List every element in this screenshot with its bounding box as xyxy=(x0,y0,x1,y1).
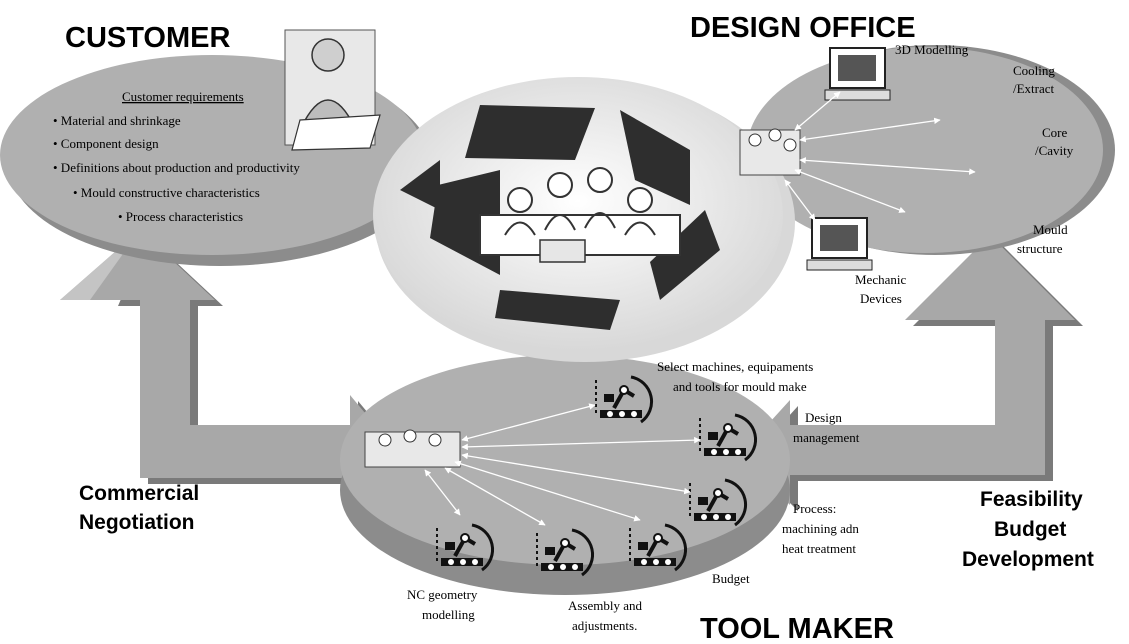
label-select-machines: and tools for mould make xyxy=(673,379,807,394)
customer-person-icon xyxy=(284,29,381,151)
label-mould-structure: structure xyxy=(1017,241,1063,256)
feasibility-label: Development xyxy=(962,548,1094,571)
label-assembly: adjustments. xyxy=(572,618,637,633)
label-select-machines: Select machines, equipaments xyxy=(657,359,813,374)
requirement-item: • Definitions about production and produ… xyxy=(53,160,300,175)
team-meeting-icon xyxy=(479,167,681,263)
label-design-management: Design xyxy=(805,410,842,425)
label-mechanic-devices: Mechanic xyxy=(855,272,906,287)
requirement-item: • Process characteristics xyxy=(118,209,243,224)
tool-maker-title: TOOL MAKER xyxy=(700,613,894,644)
requirement-item: • Material and shrinkage xyxy=(53,113,181,128)
label-nc-geometry: NC geometry xyxy=(407,587,478,602)
label-budget: Budget xyxy=(712,571,750,586)
label-assembly: Assembly and xyxy=(568,598,643,613)
robot-arm-icon xyxy=(436,523,495,572)
robot-arm-icon xyxy=(629,523,688,572)
commercial-negotiation-label: Commercial xyxy=(79,482,199,505)
puzzle-pieces-icon xyxy=(400,105,720,330)
design-office-connectors xyxy=(784,91,976,221)
robot-icons xyxy=(436,375,758,577)
design-team-icon xyxy=(739,128,801,176)
tool-maker-connectors xyxy=(424,403,701,526)
design-office-title: DESIGN OFFICE xyxy=(690,12,916,44)
label-design-management: management xyxy=(793,430,860,445)
feasibility-development-arrow xyxy=(740,235,1083,511)
robot-arm-icon xyxy=(689,478,748,527)
robot-arm-icon xyxy=(536,528,595,577)
customer-requirements-heading: Customer requirements xyxy=(122,89,244,104)
label-cooling: Cooling xyxy=(1013,63,1055,78)
computer-icon xyxy=(806,217,873,271)
customer-title: CUSTOMER xyxy=(65,22,230,54)
label-core: Core xyxy=(1042,125,1068,140)
center-collaboration-disc xyxy=(373,77,795,362)
robot-arm-icon xyxy=(699,413,758,462)
label-nc-geometry: modelling xyxy=(422,607,475,622)
tool-maker-team-icon xyxy=(364,429,461,468)
requirement-item: • Mould constructive characteristics xyxy=(73,185,260,200)
requirement-item: • Component design xyxy=(53,136,159,151)
label-cooling: /Extract xyxy=(1013,81,1055,96)
label-process: Process: xyxy=(793,501,836,516)
label-mould-structure: Mould xyxy=(1033,222,1068,237)
robot-arm-icon xyxy=(595,375,654,424)
label-process: machining adn xyxy=(782,521,859,536)
label-mechanic-devices: Devices xyxy=(860,291,902,306)
computer-icon xyxy=(824,47,891,101)
commercial-negotiation-label: Negotiation xyxy=(79,511,195,534)
label-process: heat treatment xyxy=(782,541,856,556)
label-core: /Cavity xyxy=(1035,143,1074,158)
feasibility-label: Budget xyxy=(994,518,1066,541)
feasibility-label: Feasibility xyxy=(980,488,1083,511)
label-3d-modelling: 3D Modelling xyxy=(895,42,969,57)
